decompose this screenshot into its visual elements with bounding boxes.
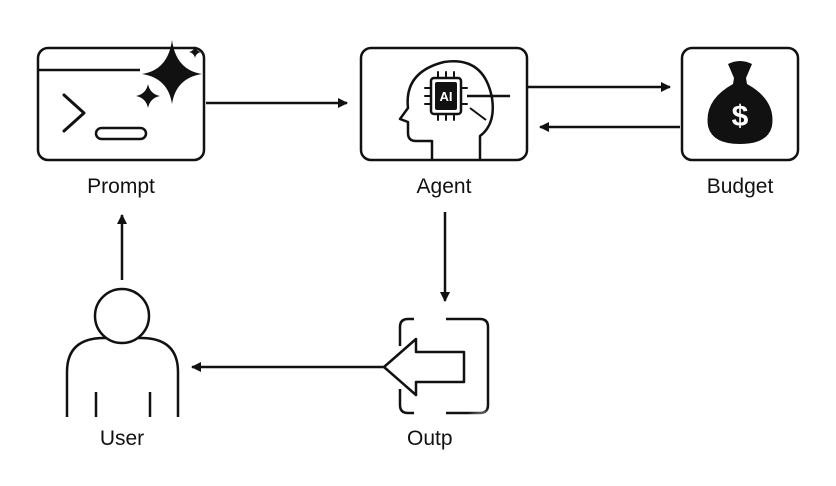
budget-label: Budget [706,175,774,198]
user-icon [65,287,180,417]
ai-chip-text: AI [440,89,453,104]
user-label: User [99,427,145,450]
money-bag-icon: $ [707,61,773,144]
ai-head-icon: AI [398,60,510,160]
prompt-box [36,40,206,162]
sparkle-icon [136,40,202,108]
budget-box: $ [680,46,800,162]
prompt-label: Prompt [87,175,155,198]
dollar-sign: $ [732,100,749,133]
output-box [382,317,490,415]
terminal-prompt-icon [62,93,148,141]
fade-overlay [454,408,518,468]
agent-label: Agent [416,175,472,198]
output-label: Outp [407,427,453,450]
agent-box: AI [359,46,529,162]
output-arrow-icon [382,337,466,397]
